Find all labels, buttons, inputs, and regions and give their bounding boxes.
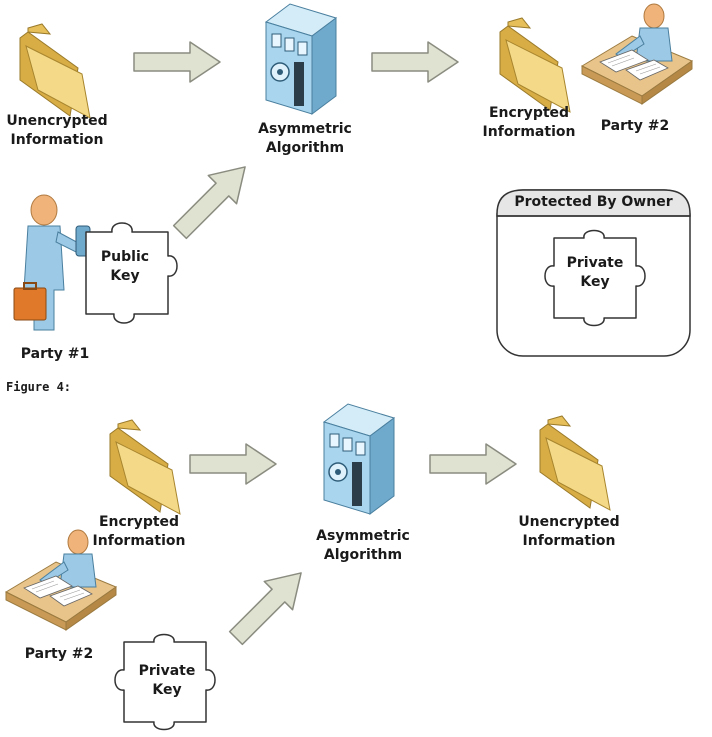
encrypted-folder-icon-bottom (109, 419, 181, 515)
arrow-bottom-1 (189, 443, 277, 485)
label-party1: Party #1 (20, 346, 90, 362)
arrow-bottom-2 (429, 443, 517, 485)
unencrypted-folder-icon (19, 23, 91, 119)
label-party2-bottom: Party #2 (24, 646, 94, 662)
party2-deskworker-icon (581, 3, 693, 105)
arrow-top-2 (371, 41, 459, 83)
arrow-diagonal-top (172, 166, 246, 240)
label-party2-top: Party #2 (600, 118, 670, 134)
encrypted-folder-icon (499, 17, 571, 113)
party1-person-icon (13, 194, 91, 331)
unencrypted-folder-icon-bottom (539, 415, 611, 511)
arrow-diagonal-bottom (228, 572, 302, 646)
protected-box-title: Protected By Owner (514, 194, 673, 210)
algorithm-building-icon-bottom (323, 403, 395, 515)
algorithm-building-icon (265, 3, 337, 115)
figure-caption: Figure 4: (6, 380, 72, 394)
arrow-top-1 (133, 41, 221, 83)
